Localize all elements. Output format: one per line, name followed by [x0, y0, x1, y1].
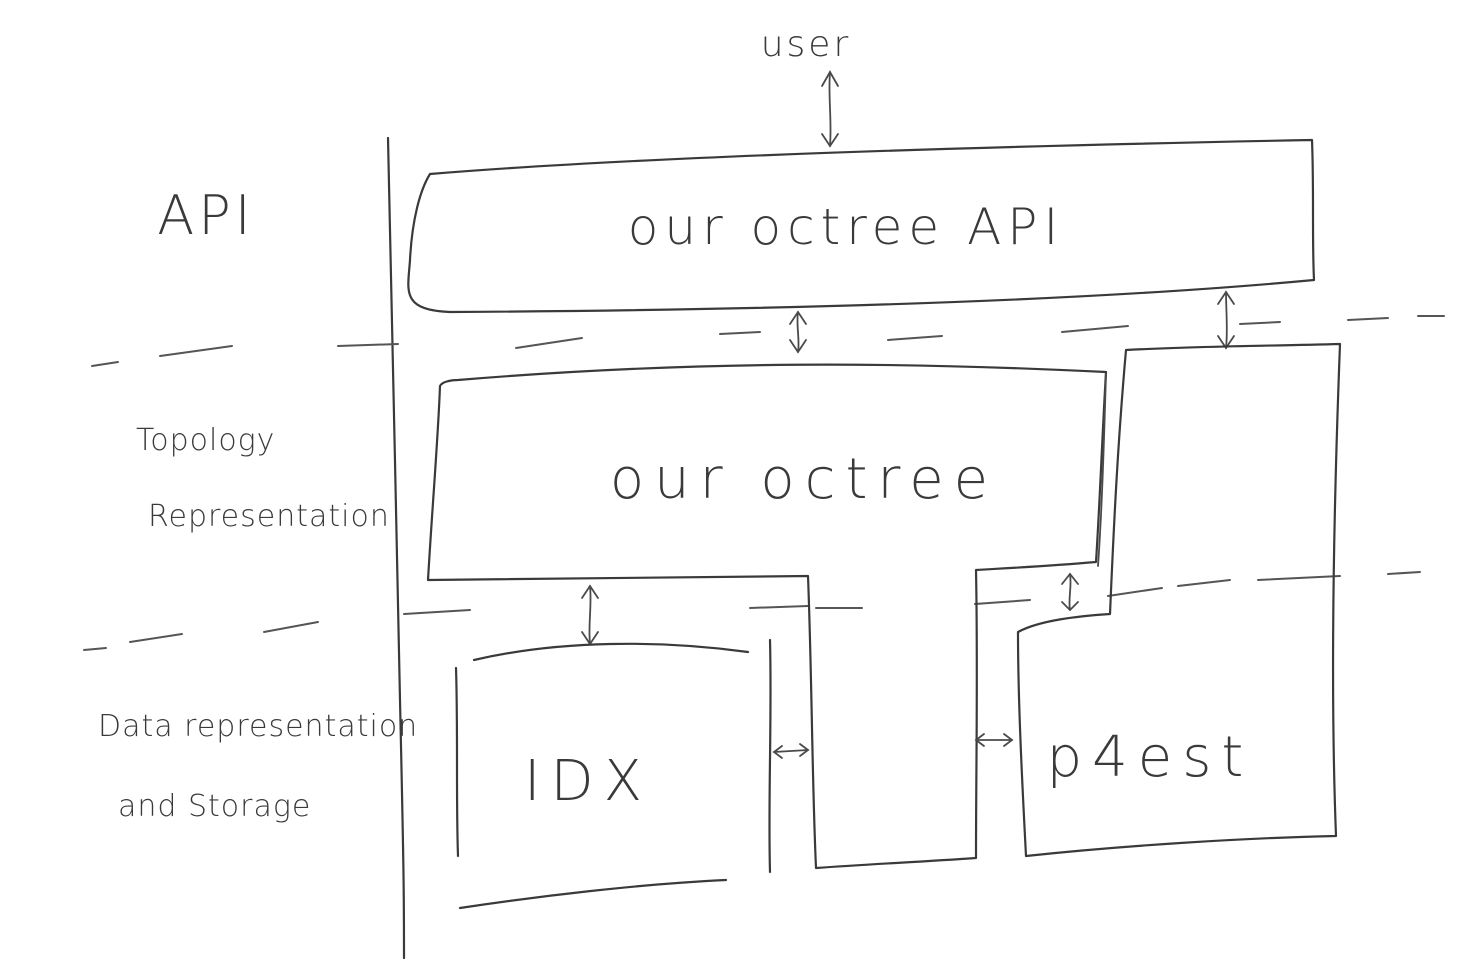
idx-to-octree-stem-arrow [772, 743, 810, 759]
layer-separator-bottom [83, 571, 1421, 651]
idx-box-label: IDX [524, 749, 652, 814]
layer-label-topology-line1: Topology [136, 423, 275, 458]
user-label: user [761, 24, 852, 65]
octree-to-p4est-arrow [1061, 572, 1079, 612]
layer-label-api: API [157, 184, 254, 247]
idx-box [454, 638, 772, 910]
api-box [407, 138, 1316, 314]
octree-box [426, 363, 1108, 870]
api-to-p4est-arrow [1217, 290, 1235, 350]
vertical-divider-line [386, 136, 406, 960]
layer-label-data-line2: and Storage [118, 789, 311, 824]
layer-label-data-line1: Data representation [98, 709, 418, 744]
octree-box-label: our octree [610, 447, 998, 512]
layer-label-topology-line2: Representation [148, 499, 390, 534]
p4est-box-label: p4est [1047, 725, 1254, 790]
layer-separator-top [91, 315, 1445, 367]
api-to-octree-arrow [789, 310, 807, 354]
octree-to-idx-arrow [581, 584, 599, 646]
user-to-api-arrow [821, 70, 839, 148]
octree-box-inner-edge [1097, 373, 1107, 567]
octree-stem-to-p4est-arrow [974, 733, 1014, 747]
p4est-box [1016, 342, 1342, 858]
api-box-label: our octree API [628, 198, 1064, 256]
